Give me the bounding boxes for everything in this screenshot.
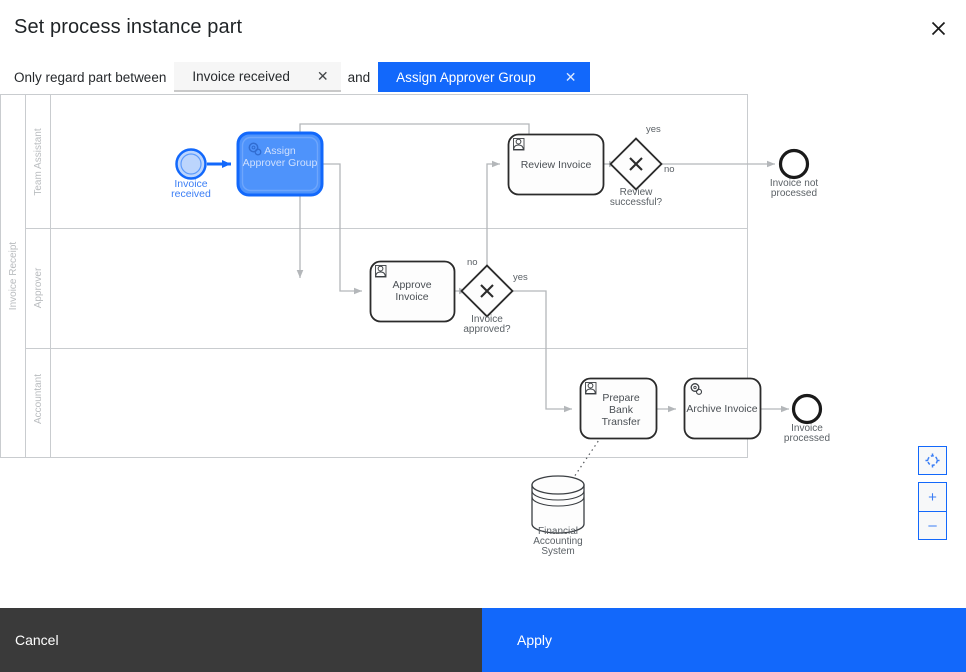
bpmn-node-invoice-not-processed[interactable]: Invoice not processed — [770, 151, 819, 200]
assign-approver-group-label-line2: Approver Group — [243, 157, 318, 169]
approve-invoice-label-line2: Invoice — [395, 291, 428, 303]
close-icon — [931, 21, 946, 36]
start-node-chip-label: Invoice received — [192, 69, 290, 84]
prepare-bank-transfer-label-line3: Transfer — [602, 416, 641, 428]
flow-label-approved-no: no — [467, 257, 478, 268]
lane-label-accountant: Accountant — [33, 374, 44, 424]
minus-icon: – — [928, 518, 936, 533]
end-node-chip[interactable]: Assign Approver Group ✕ — [378, 62, 590, 92]
apply-button[interactable]: Apply — [482, 608, 966, 672]
close-dialog-button[interactable] — [924, 14, 952, 42]
review-invoice-label: Review Invoice — [521, 159, 592, 171]
dialog-footer: Cancel Apply — [0, 608, 966, 672]
prepare-bank-transfer-label-line1: Prepare — [602, 392, 640, 404]
lane-label-team-assistant: Team Assistant — [33, 128, 44, 195]
prepare-bank-transfer-label-line2: Bank — [609, 404, 634, 416]
bpmn-diagram-canvas[interactable]: Invoice Receipt Team Assistant Approver … — [0, 92, 966, 608]
invoice-processed-label-line2: processed — [784, 433, 830, 444]
reset-zoom-button[interactable] — [918, 446, 947, 475]
cancel-button[interactable]: Cancel — [0, 608, 482, 672]
start-node-chip[interactable]: Invoice received ✕ — [174, 62, 340, 92]
bpmn-node-approve-invoice[interactable]: Approve Invoice — [371, 262, 455, 322]
start-event-label-line2: received — [171, 188, 211, 200]
filter-middle-label: and — [347, 70, 372, 85]
approve-invoice-label-line1: Approve — [392, 279, 431, 291]
filter-prefix-label: Only regard part between — [14, 70, 166, 85]
bpmn-svg: Invoice Receipt Team Assistant Approver … — [0, 92, 966, 608]
bpmn-node-review-invoice[interactable]: Review Invoice — [509, 135, 604, 195]
flow-label-approved-yes: yes — [513, 272, 528, 283]
end-node-chip-remove-icon[interactable]: ✕ — [562, 70, 580, 84]
flow-label-review-no: no — [664, 164, 675, 175]
crosshair-reset-icon — [925, 453, 940, 468]
financial-accounting-system-label-line3: System — [541, 546, 574, 557]
assign-approver-group-label-line1: Assign — [264, 145, 296, 157]
start-node-chip-remove-icon[interactable]: ✕ — [314, 69, 332, 83]
invoice-not-processed-label-line2: processed — [771, 188, 817, 199]
process-part-filter-row: Only regard part between Invoice receive… — [14, 62, 590, 92]
lane-label-approver: Approver — [33, 267, 44, 308]
zoom-out-button[interactable]: – — [918, 511, 947, 540]
invoice-approved-label-line2: approved? — [463, 324, 511, 335]
page-title: Set process instance part — [14, 16, 242, 39]
review-successful-label-line2: successful? — [610, 197, 663, 208]
bpmn-node-archive-invoice[interactable]: Archive Invoice — [685, 379, 761, 439]
zoom-in-button[interactable]: + — [918, 482, 947, 511]
zoom-controls: + – — [918, 446, 947, 540]
archive-invoice-label: Archive Invoice — [686, 403, 757, 415]
bpmn-node-assign-approver-group[interactable]: Assign Approver Group — [238, 133, 322, 195]
pool-label: Invoice Receipt — [8, 242, 19, 311]
bpmn-node-prepare-bank-transfer[interactable]: Prepare Bank Transfer — [581, 379, 657, 439]
bpmn-node-invoice-processed[interactable]: Invoice processed — [784, 396, 830, 445]
bpmn-node-financial-accounting-system[interactable]: Financial Accounting System — [532, 476, 584, 557]
end-node-chip-label: Assign Approver Group — [396, 70, 536, 85]
plus-icon: + — [928, 490, 937, 505]
flow-label-review-yes: yes — [646, 124, 661, 135]
